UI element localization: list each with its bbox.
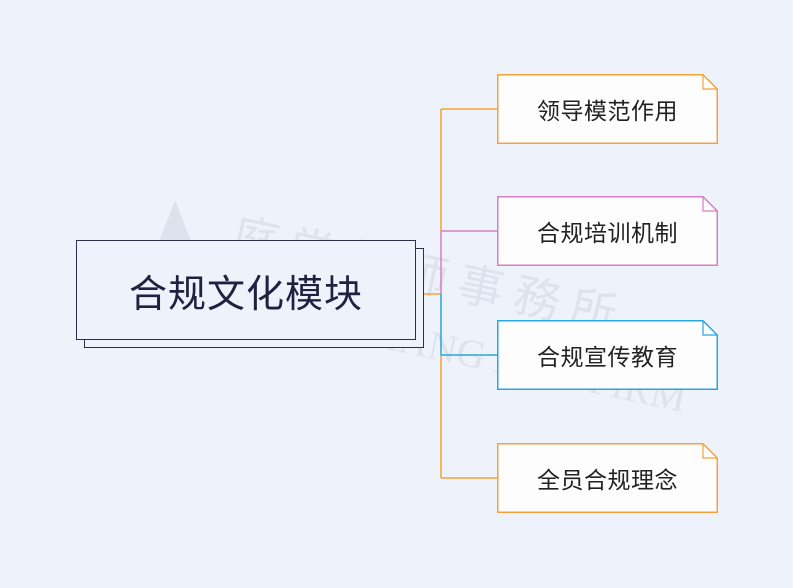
branch-node-2[interactable]: 合规培训机制 xyxy=(497,196,718,266)
folded-corner-icon xyxy=(702,74,718,90)
folded-corner-icon xyxy=(702,196,718,212)
branch-node-label: 全员合规理念 xyxy=(537,468,678,494)
root-node[interactable]: 合规文化模块 xyxy=(76,240,416,340)
branch-node-frame xyxy=(497,74,718,144)
branch-node-1[interactable]: 领导模范作用 xyxy=(497,74,718,144)
branch-node-label: 合规宣传教育 xyxy=(537,345,678,371)
branch-node-label: 合规培训机制 xyxy=(537,221,678,247)
branch-node-frame xyxy=(497,320,718,390)
branch-node-3[interactable]: 合规宣传教育 xyxy=(497,320,718,390)
folded-corner-icon xyxy=(702,320,718,336)
branch-node-frame xyxy=(497,196,718,266)
folded-corner-icon xyxy=(702,443,718,459)
root-node-label: 合规文化模块 xyxy=(128,271,363,316)
branch-node-4[interactable]: 全员合规理念 xyxy=(497,443,718,513)
branch-node-label: 领导模范作用 xyxy=(537,99,678,125)
branch-node-frame xyxy=(497,443,718,513)
